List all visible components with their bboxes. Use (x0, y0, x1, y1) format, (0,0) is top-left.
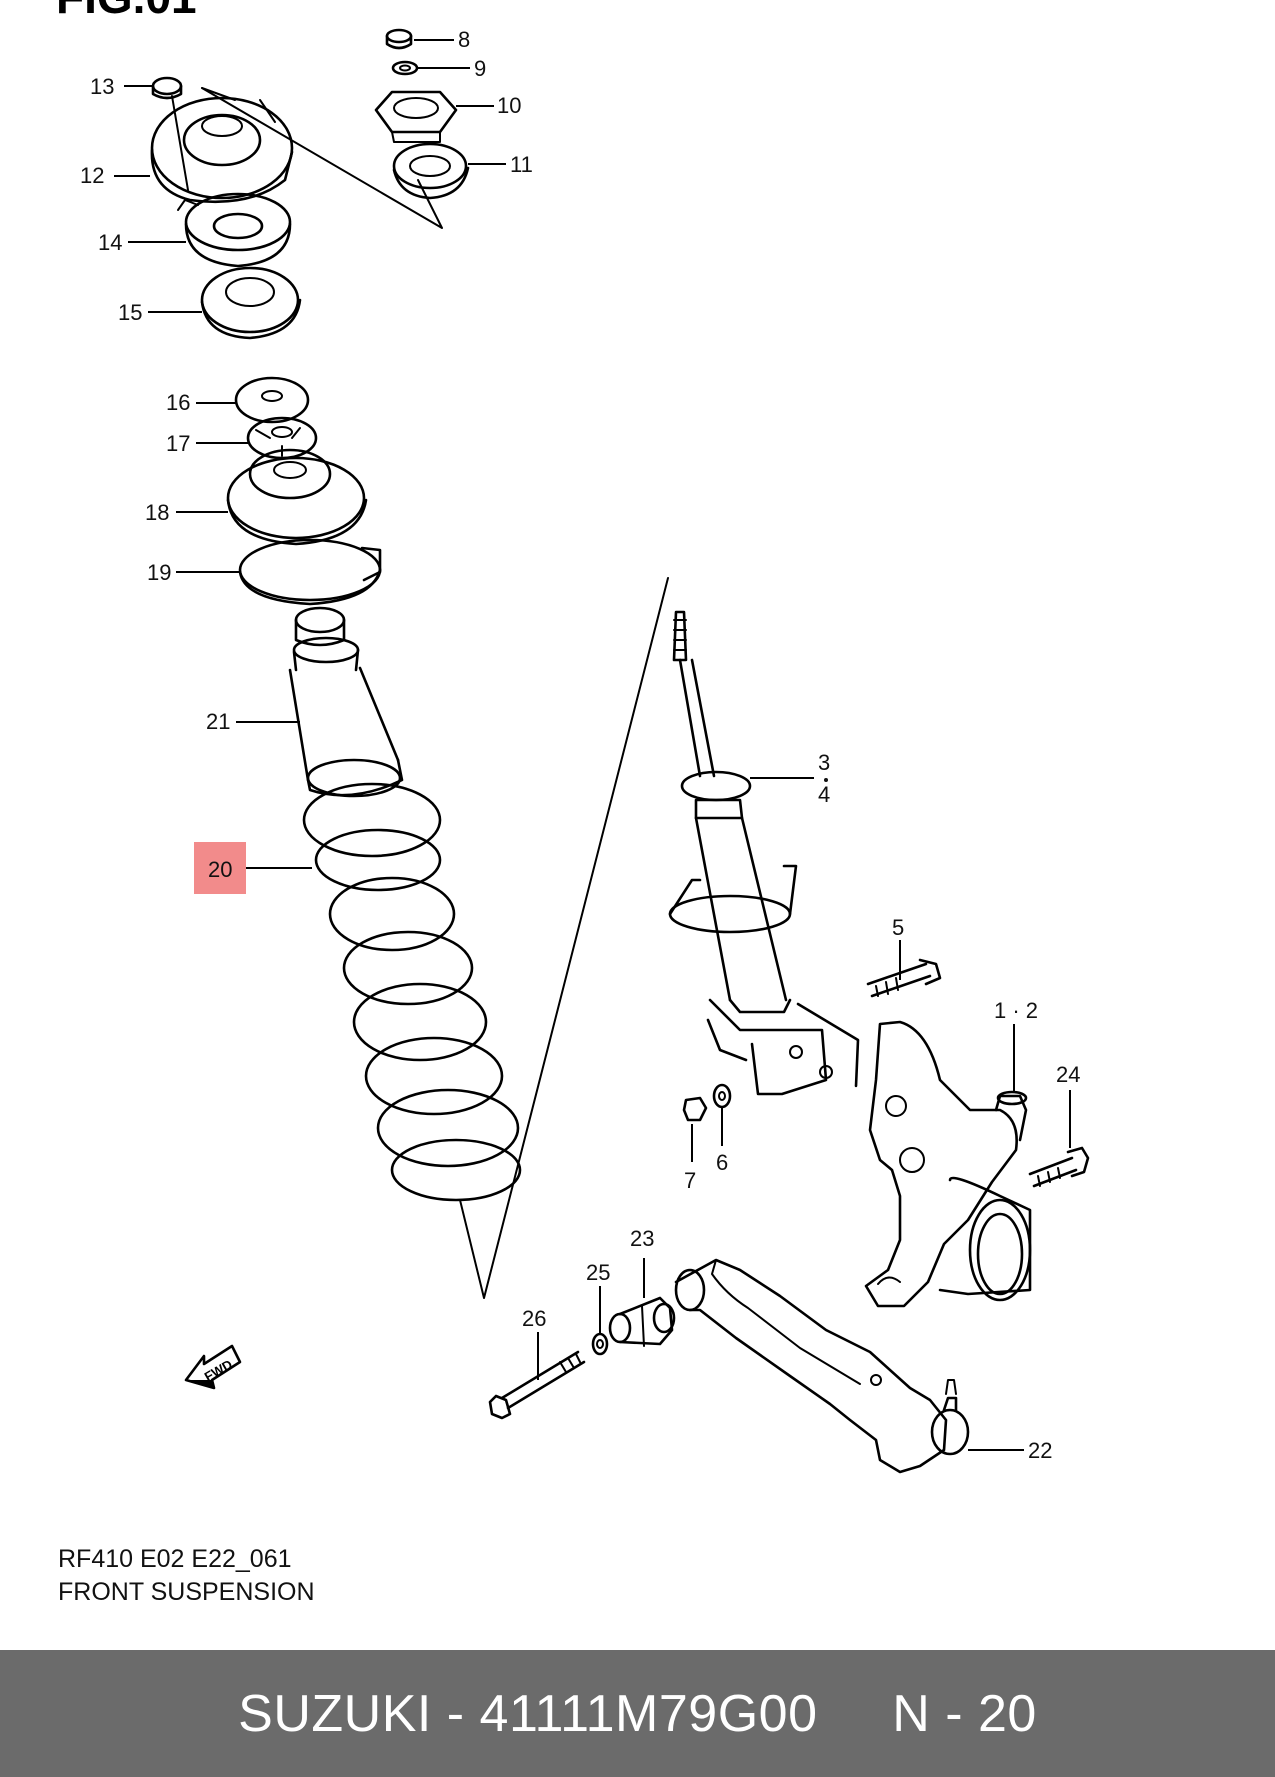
callout-21[interactable]: 21 (206, 709, 230, 734)
callout-4[interactable]: 4 (818, 782, 830, 807)
part-20-coil-spring (302, 782, 522, 1202)
assembly-pointer-line (459, 577, 669, 1299)
callout-12[interactable]: 12 (80, 163, 104, 188)
part-10-plate (374, 90, 458, 143)
callout-15[interactable]: 15 (118, 300, 142, 325)
callout-18[interactable]: 18 (145, 500, 169, 525)
callout-7[interactable]: 7 (684, 1168, 696, 1193)
part-18-upper-seat (226, 448, 368, 546)
part-24-bolt (1028, 1146, 1090, 1188)
fwd-arrow-icon: FWD (184, 1344, 242, 1390)
fwd-label: FWD (202, 1356, 235, 1384)
figure-tag: FIG.01 (56, 0, 197, 24)
part-9-washer (391, 60, 419, 76)
strut-mount-assembly (150, 76, 443, 340)
part-25-washer (591, 1332, 609, 1356)
part-8-nut (385, 28, 413, 50)
callout-17[interactable]: 17 (166, 431, 190, 456)
spring-upper-parts (226, 376, 382, 606)
callout-20[interactable]: 20 (208, 857, 232, 882)
part-3-4-strut (668, 610, 860, 1096)
callout-1-2[interactable]: 1 · 2 (994, 998, 1038, 1023)
callout-labels: 8 9 10 11 13 12 14 15 16 17 18 19 21 20 … (80, 27, 1080, 1463)
callout-11[interactable]: 11 (510, 152, 533, 177)
callout-6[interactable]: 6 (716, 1150, 728, 1175)
footer-part-number: SUZUKI - 41111M79G00 N - 20 (238, 1684, 1037, 1743)
part-26-bolt (488, 1350, 586, 1420)
part-14-bearing (184, 192, 292, 268)
part-12-mount-plate (150, 96, 294, 211)
callout-24[interactable]: 24 (1056, 1062, 1080, 1087)
part-11-insulator (392, 142, 470, 200)
part-1-2-knuckle (864, 1020, 1032, 1308)
part-16-washer (234, 376, 310, 424)
callout-3[interactable]: 3 (818, 750, 830, 775)
part-6-washer (712, 1083, 732, 1109)
part-23-bushing (608, 1296, 676, 1347)
exploded-view-svg: FWD (80, 27, 1090, 1474)
leader-lines (114, 39, 1071, 1451)
callout-22[interactable]: 22 (1028, 1438, 1052, 1463)
callout-25[interactable]: 25 (586, 1260, 610, 1285)
highlight-box-20 (194, 842, 246, 894)
diagram-code: RF410 E02 E22_061 (58, 1545, 292, 1573)
callout-5[interactable]: 5 (892, 915, 904, 940)
callout-9[interactable]: 9 (474, 56, 486, 81)
part-7-nut (682, 1096, 708, 1122)
callout-3-4-dot (824, 778, 828, 782)
callout-23[interactable]: 23 (630, 1226, 654, 1251)
upper-hardware-8-11 (374, 28, 470, 200)
diagram-title: FRONT SUSPENSION (58, 1578, 315, 1606)
callout-10[interactable]: 10 (497, 93, 521, 118)
part-22-lower-arm (674, 1258, 970, 1474)
callout-19[interactable]: 19 (147, 560, 171, 585)
callout-8[interactable]: 8 (458, 27, 470, 52)
part-13-nut (151, 76, 189, 191)
part-5-bolt (866, 958, 942, 998)
part-19-spring-insulator (238, 538, 382, 606)
callout-16[interactable]: 16 (166, 390, 190, 415)
footer-bar: SUZUKI - 41111M79G00 N - 20 (0, 1650, 1275, 1777)
part-15-spring-seat (200, 266, 302, 340)
callout-26[interactable]: 26 (522, 1306, 546, 1331)
callout-13[interactable]: 13 (90, 74, 114, 99)
callout-14[interactable]: 14 (98, 230, 122, 255)
part-21-dust-boot (288, 606, 404, 798)
parts-diagram: FIG.01 (56, 0, 1090, 1606)
